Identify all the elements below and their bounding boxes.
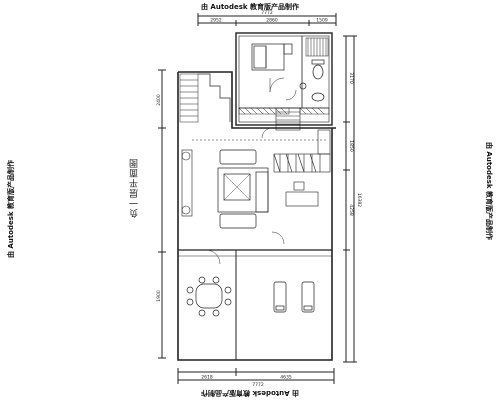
bottom-dim-total: 7772 [252, 382, 264, 388]
bottom-dim-seg-2: 4635 [280, 375, 292, 381]
kitchen-counter [273, 129, 331, 173]
door-swing-lower [205, 127, 285, 265]
top-dim-total: 7772 [261, 10, 273, 16]
right-dimension [343, 35, 357, 363]
lounge-chairs-icon [273, 281, 315, 313]
desk-icon [285, 181, 319, 207]
bottom-dim-seg-1: 2618 [201, 375, 213, 381]
toilet-icon [311, 59, 325, 80]
bottom-dimension [177, 368, 335, 384]
stair-hatch-left [179, 73, 231, 123]
dining-table-icon [186, 276, 232, 317]
left-dim-seg-1: 2400 [156, 94, 162, 106]
top-dimension [197, 13, 337, 26]
stair-icon [275, 107, 301, 131]
closet-icon [305, 37, 329, 57]
door-swing-upper [269, 77, 297, 101]
left-dimension [158, 69, 166, 359]
top-dim-seg-1: 2952 [210, 18, 222, 24]
outer-walls [177, 71, 336, 361]
bed-icon [251, 43, 293, 71]
right-dim-seg-3: 4258 [348, 204, 354, 216]
right-dim-total: 16382 [356, 193, 362, 207]
watermark-top: 由 Autodesk 教育版产品制作 [200, 3, 299, 11]
left-dim-seg-2: 1900 [156, 290, 162, 302]
sink-icon [299, 82, 325, 102]
tv-wall-icon [181, 149, 193, 217]
right-dim-seg-2: 1850 [348, 140, 354, 152]
top-dim-seg-2: 2860 [266, 18, 278, 24]
top-dim-seg-3: 1509 [316, 18, 328, 24]
right-dim-seg-1: 3170 [348, 72, 354, 84]
hatched-wall-upper [238, 107, 330, 115]
sofa-set-icon [217, 149, 269, 229]
